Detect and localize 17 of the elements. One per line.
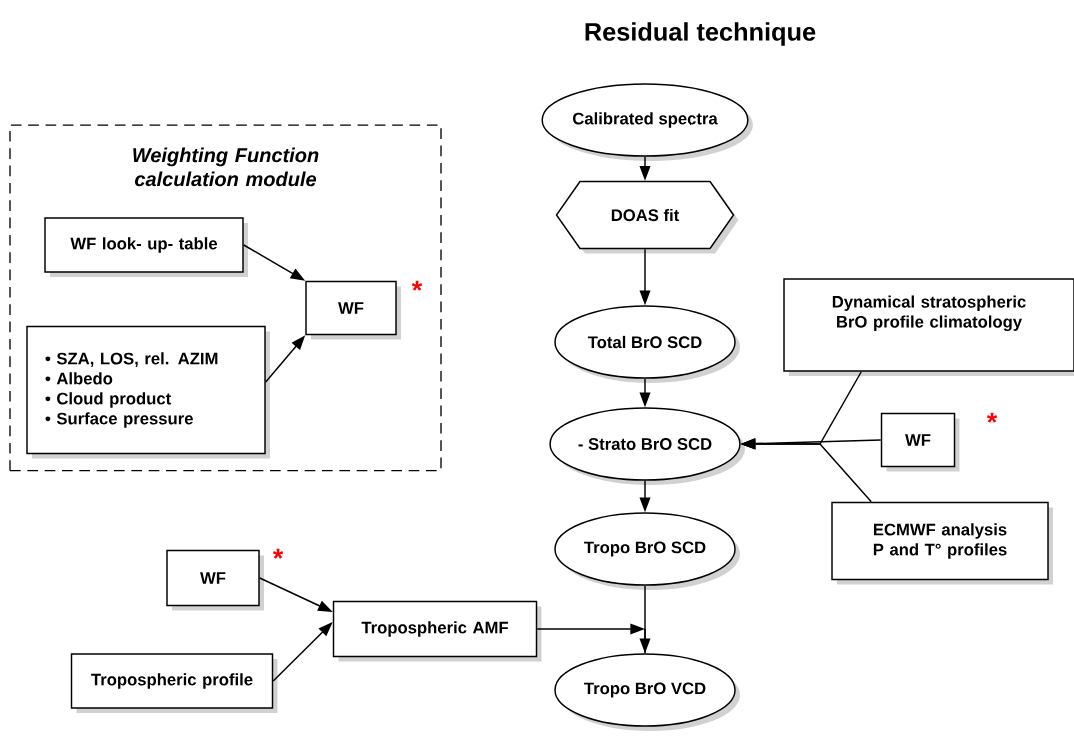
input-box: • SZA, LOS, rel. AZIM • Albedo • Cloud product • Surface pressure	[26, 325, 270, 459]
asterisk-note: *	[986, 412, 998, 423]
diagram-title: Residual technique	[585, 22, 816, 46]
process-box: WF look- up- table	[44, 217, 248, 277]
ellipse-node: Calibrated spectra	[541, 83, 753, 161]
process-box: Tropospheric AMF	[332, 600, 542, 662]
process-box: Tropospheric profile	[70, 653, 278, 713]
ellipse-node: Tropo BrO SCD	[554, 512, 740, 590]
ellipse-node: - Strato BrO SCD	[549, 407, 745, 485]
ellipse-node: Tropo BrO VCD	[554, 653, 740, 731]
process-box: ECMWF analysis P and T° profiles	[831, 501, 1053, 585]
asterisk-note: *	[411, 280, 423, 291]
process-box: WF	[305, 280, 401, 340]
process-box: Dynamical stratospheric BrO profile climatology	[783, 278, 1074, 376]
ellipse-node: Total BrO SCD	[554, 305, 740, 383]
asterisk-note: *	[272, 548, 284, 559]
hexagon-node: DOAS fit	[555, 180, 739, 254]
